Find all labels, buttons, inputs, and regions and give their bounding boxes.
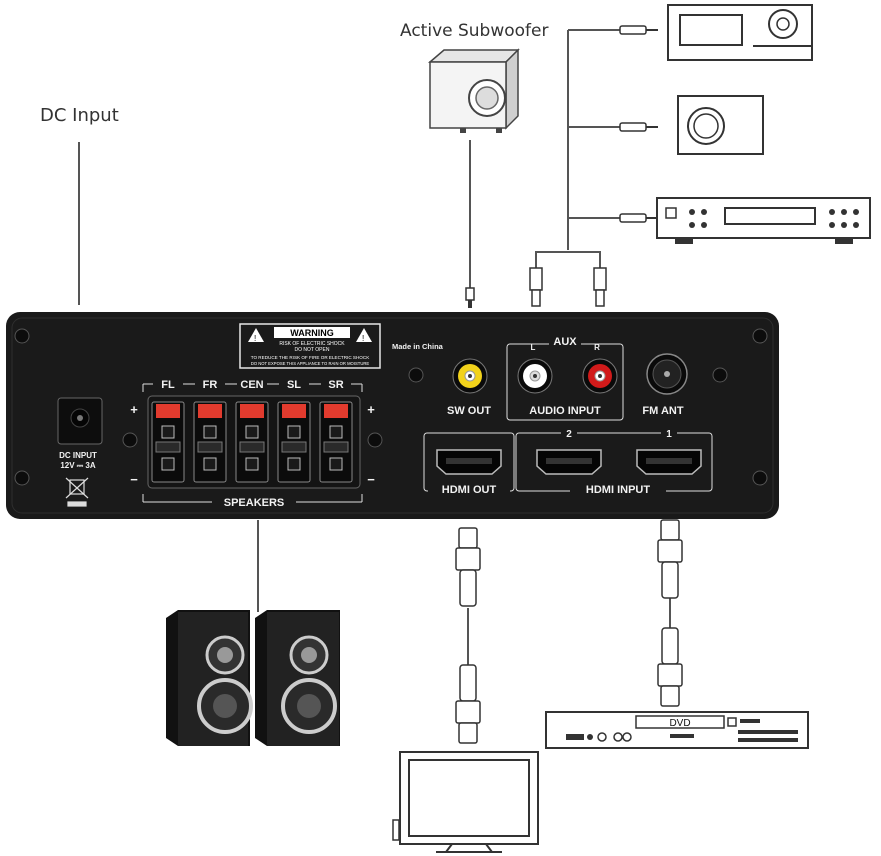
weee-bin-icon — [65, 477, 89, 507]
projector-icon — [667, 4, 813, 61]
screw-icon — [14, 328, 30, 344]
screw-icon — [367, 432, 383, 448]
screw-icon — [752, 470, 768, 486]
dc-input-panel-label: DC INPUT — [59, 451, 97, 460]
media-player-icon — [656, 197, 871, 244]
speaker-terminal-cen — [235, 401, 269, 483]
warning-line-2: DO NOT OPEN — [295, 347, 330, 353]
speaker-terminal-fl — [151, 401, 185, 483]
hdmi-cable-icon — [455, 527, 481, 744]
sw-out-jack — [452, 358, 488, 394]
channel-label-sr: SR — [328, 379, 343, 391]
speakers-label: SPEAKERS — [224, 497, 285, 509]
plus-right: + — [367, 402, 375, 417]
audio-input-label: AUDIO INPUT — [529, 405, 601, 417]
plus-left: + — [130, 402, 138, 417]
speaker-box-icon — [677, 95, 764, 155]
aux-right-jack — [582, 358, 618, 394]
rca-plug-icon — [593, 267, 607, 307]
svg-text:!: ! — [362, 334, 364, 343]
hdmi-in-2-label: 2 — [566, 429, 572, 440]
speaker-terminal-block: + − + − FL FR CEN SL SR SPEAKERS — [130, 377, 375, 509]
channel-label-cen: CEN — [240, 379, 263, 391]
made-in-label: Made in China — [392, 342, 444, 351]
dc-input-caption: DC Input — [40, 105, 119, 126]
aux-left-jack — [517, 358, 553, 394]
channel-label-sl: SL — [287, 379, 301, 391]
rca-plug-icon — [465, 287, 475, 308]
aux-right-label: R — [594, 343, 600, 352]
dvd-player-icon: DVD — [545, 711, 809, 749]
warning-note-1: TO REDUCE THE RISK OF FIRE OR ELECTRIC S… — [251, 355, 370, 360]
screw-icon — [408, 367, 424, 383]
minus-right: − — [367, 472, 375, 487]
active-subwoofer-caption: Active Subwoofer — [400, 21, 548, 41]
bookshelf-speakers-icon — [166, 610, 340, 746]
rca-plug-icon — [529, 267, 543, 307]
rca-plug-icon — [619, 25, 658, 35]
hdmi-input-label: HDMI INPUT — [586, 484, 650, 496]
dvd-label: DVD — [669, 718, 690, 729]
hdmi-input-1-port — [636, 449, 702, 475]
warning-label: ! ! WARNING RISK OF ELECTRIC SHOCK DO NO… — [239, 323, 381, 369]
warning-title: WARNING — [290, 328, 334, 338]
warning-note-2: DO NOT EXPOSE THIS APPLIANCE TO RAIN OR … — [251, 361, 370, 366]
aux-left-label: L — [531, 343, 536, 352]
screw-icon — [122, 432, 138, 448]
speaker-terminal-sl — [277, 401, 311, 483]
screw-icon — [712, 367, 728, 383]
warning-line-1: RISK OF ELECTRIC SHOCK — [279, 341, 345, 347]
channel-label-fr: FR — [203, 379, 218, 391]
speaker-terminal-sr — [319, 401, 353, 483]
tv-icon — [392, 751, 539, 853]
hdmi-out-port — [436, 449, 502, 475]
rca-plug-icon — [619, 122, 658, 132]
hdmi-cable-icon — [657, 519, 683, 707]
dc-input-jack — [57, 397, 103, 445]
channel-label-fl: FL — [161, 379, 175, 391]
fm-ant-label: FM ANT — [642, 405, 683, 417]
hdmi-in-1-label: 1 — [666, 429, 672, 440]
subwoofer-icon — [427, 48, 520, 133]
minus-left: − — [130, 472, 138, 487]
aux-label: AUX — [553, 336, 577, 348]
svg-text:!: ! — [254, 334, 256, 343]
dc-rating-label: 12V ⎓ 3A — [60, 461, 96, 470]
hdmi-input-2-port — [536, 449, 602, 475]
connection-lines — [78, 29, 671, 665]
fm-antenna-jack — [646, 353, 688, 395]
hdmi-out-label: HDMI OUT — [442, 484, 497, 496]
rca-plug-icon — [619, 213, 656, 223]
amplifier-rear-panel: ! ! WARNING RISK OF ELECTRIC SHOCK DO NO… — [6, 312, 779, 519]
screw-icon — [752, 328, 768, 344]
sw-out-label: SW OUT — [447, 405, 491, 417]
screw-icon — [14, 470, 30, 486]
speaker-terminal-fr — [193, 401, 227, 483]
